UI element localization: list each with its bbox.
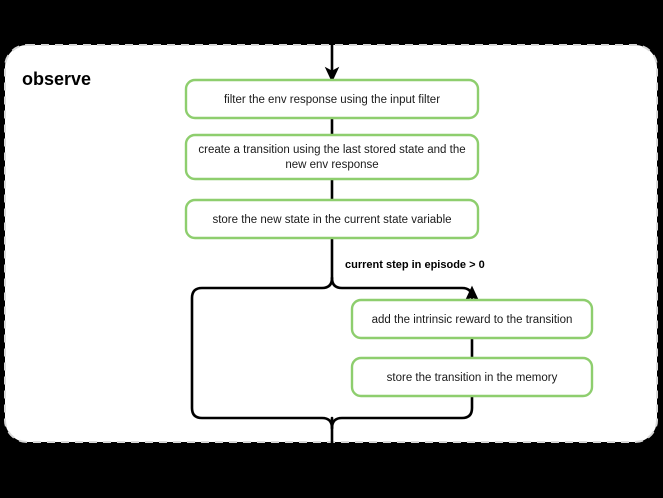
node-create-transition-label-line2: new env response — [285, 159, 378, 171]
node-filter-env-response[interactable]: filter the env response using the input … — [184, 78, 480, 120]
node-store-new-state-label: store the new state in the current state… — [212, 214, 451, 226]
node-create-transition-box[interactable] — [184, 133, 480, 181]
node-store-transition-memory-label: store the transition in the memory — [387, 372, 558, 384]
node-store-new-state-box[interactable] — [184, 198, 480, 240]
edge-label-current-step-in-episode: current step in episode > 0 — [345, 259, 485, 271]
node-filter-env-response-box[interactable] — [184, 78, 480, 120]
group-title-observe: observe — [22, 69, 91, 89]
node-create-transition[interactable]: create a transition using the last store… — [184, 133, 480, 181]
node-filter-env-response-label: filter the env response using the input … — [224, 94, 440, 106]
node-add-intrinsic-reward-label: add the intrinsic reward to the transiti… — [372, 314, 573, 326]
connector-bypass-left-branch — [190, 276, 334, 430]
node-store-new-state[interactable]: store the new state in the current state… — [184, 198, 480, 240]
node-add-intrinsic-reward-box[interactable] — [350, 298, 594, 340]
node-store-transition-memory[interactable]: store the transition in the memory — [350, 356, 594, 398]
connector-split-to-add-reward — [330, 276, 480, 302]
node-store-transition-memory-box[interactable] — [350, 356, 594, 398]
node-add-intrinsic-reward[interactable]: add the intrinsic reward to the transiti… — [350, 298, 594, 340]
node-create-transition-label-line1: create a transition using the last store… — [198, 144, 465, 156]
